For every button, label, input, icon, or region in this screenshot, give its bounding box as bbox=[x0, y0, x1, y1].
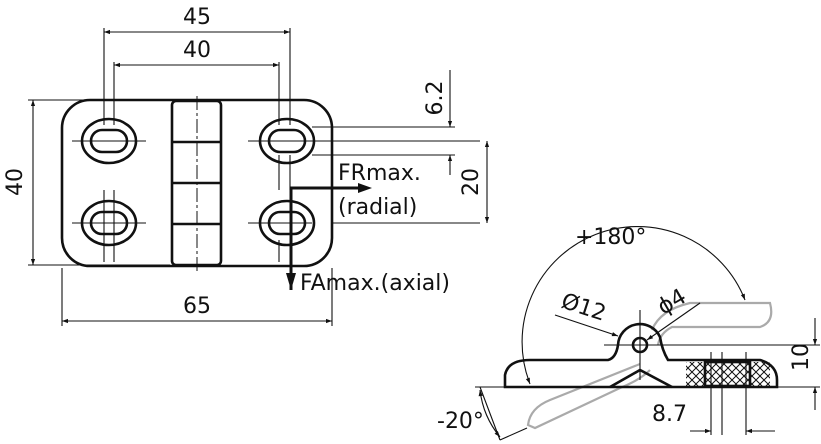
axial-force-label: FAmax.(axial) bbox=[300, 271, 450, 296]
knuckle-diameter-label: Ø12 bbox=[558, 289, 609, 327]
dim-65: 65 bbox=[183, 294, 211, 319]
dim-40-horizontal: 40 bbox=[183, 38, 211, 63]
dim-6-2: 6.2 bbox=[423, 81, 448, 116]
pin-diameter-label: ϕ4 bbox=[654, 284, 691, 320]
axial-force-arrow bbox=[286, 273, 296, 290]
close-angle-label: -20° bbox=[437, 409, 484, 434]
radial-force-arrow bbox=[358, 183, 372, 193]
side-view: +180° -20° Ø12 ϕ4 10 8.7 bbox=[437, 225, 820, 441]
hatched-section bbox=[686, 362, 770, 386]
radial-force-label: FRmax. bbox=[338, 161, 421, 186]
thickness-label: 10 bbox=[789, 343, 814, 371]
radial-force-sublabel: (radial) bbox=[338, 195, 417, 220]
hole-depth-label: 8.7 bbox=[652, 402, 687, 427]
dim-40-vertical: 40 bbox=[3, 168, 28, 196]
dim-45: 45 bbox=[183, 5, 211, 30]
dim-20: 20 bbox=[459, 168, 484, 196]
front-view: 45 40 40 65 6.2 20 FRmax. (radial) FAmax… bbox=[3, 5, 490, 326]
open-angle-label: +180° bbox=[575, 225, 646, 250]
